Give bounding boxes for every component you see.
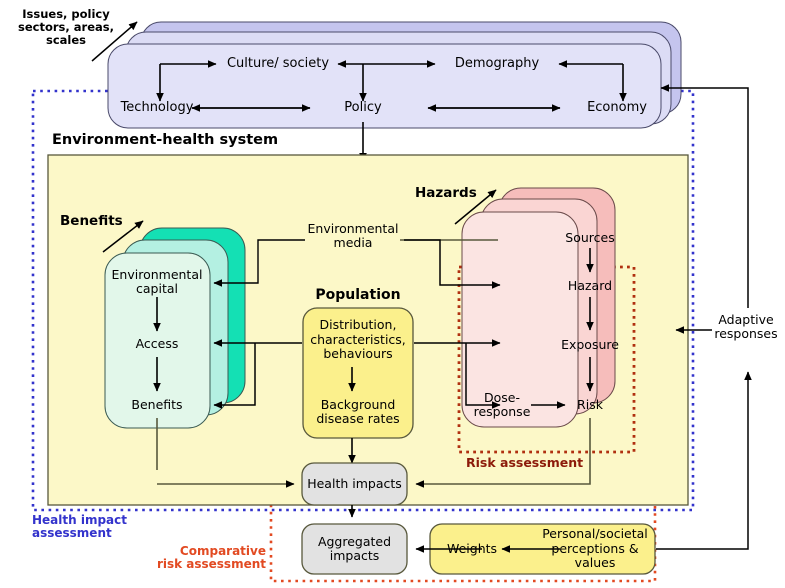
environmental-media-label: Environmental media bbox=[307, 221, 399, 250]
node-hazard[interactable]: Hazard bbox=[567, 277, 613, 293]
node-background-disease-rates[interactable]: Background disease rates bbox=[316, 396, 400, 426]
risk-assessment-caption: Risk assessment bbox=[466, 455, 584, 470]
node-health-impacts[interactable]: Health impacts bbox=[307, 475, 402, 491]
node-exposure[interactable]: Exposure bbox=[561, 336, 619, 352]
comparative-risk-assessment-caption: Comparative risk assessment bbox=[156, 544, 266, 572]
benefits-card-stack bbox=[104, 227, 246, 429]
node-environmental-capital[interactable]: Environmental capital bbox=[111, 266, 203, 296]
adaptive-responses-label: Adaptive responses bbox=[714, 312, 778, 341]
outcome-arrows bbox=[157, 418, 591, 553]
media-hazard-connector bbox=[404, 239, 501, 289]
driver-technology[interactable]: Technology bbox=[120, 99, 194, 115]
risk-assessment-frame bbox=[457, 265, 636, 454]
issues-policy-label: Issues, policy sectors, areas, scales bbox=[18, 7, 114, 47]
benefits-pointer-arrow bbox=[102, 220, 144, 253]
node-distribution-characteristics-behaviours[interactable]: Distribution, characteristics, behaviour… bbox=[310, 317, 406, 362]
node-sources[interactable]: Sources bbox=[565, 229, 615, 245]
adaptive-responses-loop bbox=[656, 84, 752, 550]
issues-pointer-arrow bbox=[91, 21, 138, 62]
driver-culture-society[interactable]: Culture/ society bbox=[226, 55, 330, 71]
population-group-label: Population bbox=[315, 287, 401, 303]
benefits-group-label: Benefits bbox=[60, 213, 123, 229]
node-access[interactable]: Access bbox=[135, 335, 179, 351]
node-perceptions-values[interactable]: Personal/societal perceptions & values bbox=[542, 526, 648, 571]
driver-panel-stack bbox=[107, 21, 682, 129]
health-impacts-box bbox=[301, 462, 408, 506]
node-aggregated-impacts[interactable]: Aggregated impacts bbox=[317, 533, 392, 563]
environment-health-system-title: Environment-health system bbox=[52, 132, 279, 148]
population-connectors bbox=[213, 339, 501, 409]
hazards-pointer-arrow bbox=[454, 189, 497, 225]
health-impact-assessment-caption: Health impact assessment bbox=[32, 513, 128, 541]
node-weights[interactable]: Weights bbox=[446, 540, 498, 556]
node-benefits[interactable]: Benefits bbox=[131, 396, 183, 412]
node-dose-response[interactable]: Dose-response bbox=[473, 389, 531, 419]
driver-economy[interactable]: Economy bbox=[587, 99, 647, 115]
hazards-group-label: Hazards bbox=[415, 185, 477, 201]
population-box bbox=[302, 307, 414, 439]
driver-policy[interactable]: Policy bbox=[344, 99, 382, 115]
hazard-internal-arrows bbox=[531, 248, 594, 409]
driver-demography[interactable]: Demography bbox=[454, 55, 540, 71]
driver-arrows bbox=[156, 60, 627, 162]
node-risk[interactable]: Risk bbox=[577, 396, 603, 412]
hazard-card-stack bbox=[461, 187, 616, 428]
aggregated-impacts-box bbox=[301, 523, 408, 575]
